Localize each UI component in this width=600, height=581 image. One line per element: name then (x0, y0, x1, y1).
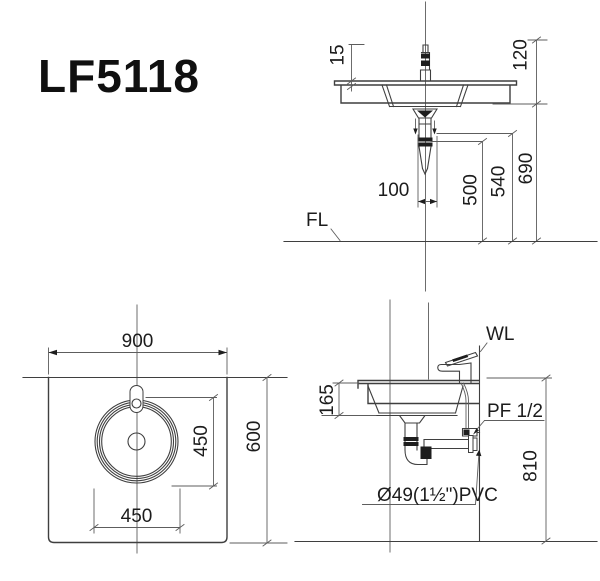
dim-counter-thickness-value: 15 (328, 44, 349, 65)
drain-label-underline-leader (362, 451, 480, 505)
dim-165-lines (321, 382, 377, 416)
front-view: 15 120 690 100 500 540 FL (283, 1, 598, 292)
dim-counter-width-value: 900 (122, 331, 154, 352)
dim-bowl-depth-value: 450 (191, 425, 212, 457)
front-drain-nuts (417, 137, 433, 147)
model-number-title: LF5118 (38, 50, 200, 102)
drain-label-arrow (475, 449, 482, 457)
dim-165-ticks (334, 379, 344, 420)
top-view: 900 450 600 450 (22, 304, 288, 554)
dim-600-ticks (262, 373, 272, 547)
dim-drain-height-value: 540 (489, 166, 510, 198)
supply-connection-label: PF 1/2 (487, 401, 543, 422)
front-bowl-outline (381, 84, 469, 108)
dim-counter-top-height-value: 810 (521, 450, 542, 482)
dim-810-lines (486, 377, 552, 542)
side-counter-outline (357, 379, 480, 405)
top-faucet-base (131, 398, 142, 409)
wall-label-leader (479, 342, 488, 353)
top-bowl-rim-ring-4 (101, 406, 172, 477)
dim-counter-depth-value: 600 (244, 421, 265, 453)
dim-600-lines (229, 377, 288, 544)
top-drain-hole (127, 432, 146, 451)
dim-450-right-lines (145, 397, 217, 487)
dim-120-690-lines (492, 39, 548, 242)
dim-810-ticks (541, 374, 551, 545)
supply-label-arrow (473, 428, 479, 435)
dim-drain-pipe-offset-value: 100 (378, 180, 410, 201)
top-counter-outline (47, 376, 228, 544)
side-wall-flange (468, 435, 478, 453)
dim-450-bottom-lines (93, 488, 181, 534)
floor-line-label: FL (306, 210, 328, 231)
front-drain-plug (417, 110, 433, 118)
dim-faucet-height-value: 120 (511, 39, 532, 71)
front-drain-outline (412, 108, 438, 176)
dim-450-bottom-ticks (89, 523, 185, 532)
side-drain-union (420, 446, 432, 459)
dim-bowl-height-value: 165 (317, 384, 338, 416)
top-bowl-rim-ring-3 (98, 403, 175, 480)
side-faucet-outline (437, 362, 472, 384)
dim-450-right-ticks (208, 393, 219, 490)
dim-bowl-width-value: 450 (121, 506, 153, 527)
dim-900-lines (48, 347, 228, 375)
dim-540-lines (436, 133, 513, 242)
side-faucet-lever-grip (452, 354, 469, 362)
wall-line-label: WL (486, 324, 515, 345)
dim-100-arrows (418, 198, 437, 205)
dim-trap-bottom-height-value: 500 (461, 174, 482, 206)
side-supply-fitting-outline (461, 427, 481, 437)
front-faucet-bands (421, 53, 430, 66)
drain-pipe-label: Ø49(1½")PVC (377, 485, 498, 506)
side-supply-pipe (460, 382, 469, 429)
supply-label-underline-leader (474, 419, 545, 432)
floor-label-leader (330, 228, 341, 242)
dim-15-ticks (346, 77, 357, 91)
dim-500-lines (430, 141, 483, 242)
top-bowl-rim-ring-2 (96, 401, 177, 482)
side-supply-fitting-valve (463, 429, 470, 435)
side-bowl-outline (367, 385, 464, 417)
front-flow-arrow-lines (415, 118, 435, 130)
dim-15-lines (348, 44, 365, 92)
front-flow-arrow-heads (413, 128, 437, 135)
side-view: 165 810 WL PF 1/2 Ø49(1½")PVC (294, 299, 598, 553)
side-drain-nuts (403, 437, 419, 446)
dim-counter-underside-height-value: 690 (516, 153, 537, 185)
